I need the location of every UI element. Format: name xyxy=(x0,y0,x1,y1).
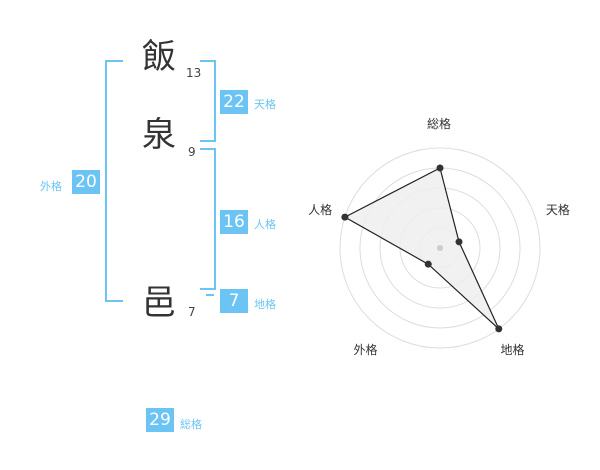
gaikaku-bracket xyxy=(105,60,123,302)
chikaku-badge: 7 xyxy=(220,289,248,313)
radar-point xyxy=(495,325,503,333)
jinkaku-label: 人格 xyxy=(254,218,276,231)
name-char-3: 邑 xyxy=(142,283,176,323)
radar-point xyxy=(424,260,432,268)
tenkaku-bracket xyxy=(200,60,216,142)
tenkaku-label: 天格 xyxy=(254,98,276,111)
radar-axis-label: 外格 xyxy=(353,343,378,358)
stroke-count-2: 9 xyxy=(188,145,196,159)
tenkaku-badge: 22 xyxy=(220,90,248,114)
radar-point xyxy=(455,238,463,246)
chikaku-label: 地格 xyxy=(254,298,276,311)
soukaku-label: 総格 xyxy=(180,418,202,431)
gaikaku-label: 外格 xyxy=(40,180,62,193)
radar-point xyxy=(341,213,349,221)
name-char-1: 飯 xyxy=(142,37,176,77)
soukaku-badge: 29 xyxy=(146,408,174,432)
radar-point xyxy=(436,164,444,172)
radar-area xyxy=(343,167,500,330)
jinkaku-badge: 16 xyxy=(220,210,248,234)
radar-axis-label: 天格 xyxy=(545,203,570,218)
radar-axis-label: 人格 xyxy=(308,203,333,218)
chikaku-bracket xyxy=(206,294,214,298)
radar-axis-label: 総格 xyxy=(427,117,452,131)
radar-points xyxy=(341,164,503,333)
radar-axis-label: 地格 xyxy=(500,343,525,358)
gaikaku-badge: 20 xyxy=(72,170,100,194)
jinkaku-bracket xyxy=(200,148,216,290)
radar-ring xyxy=(339,147,541,349)
stroke-count-1: 13 xyxy=(186,66,202,80)
name-char-2: 泉 xyxy=(142,115,176,155)
radar-center-dot xyxy=(437,245,443,251)
stroke-count-3: 7 xyxy=(188,305,196,319)
